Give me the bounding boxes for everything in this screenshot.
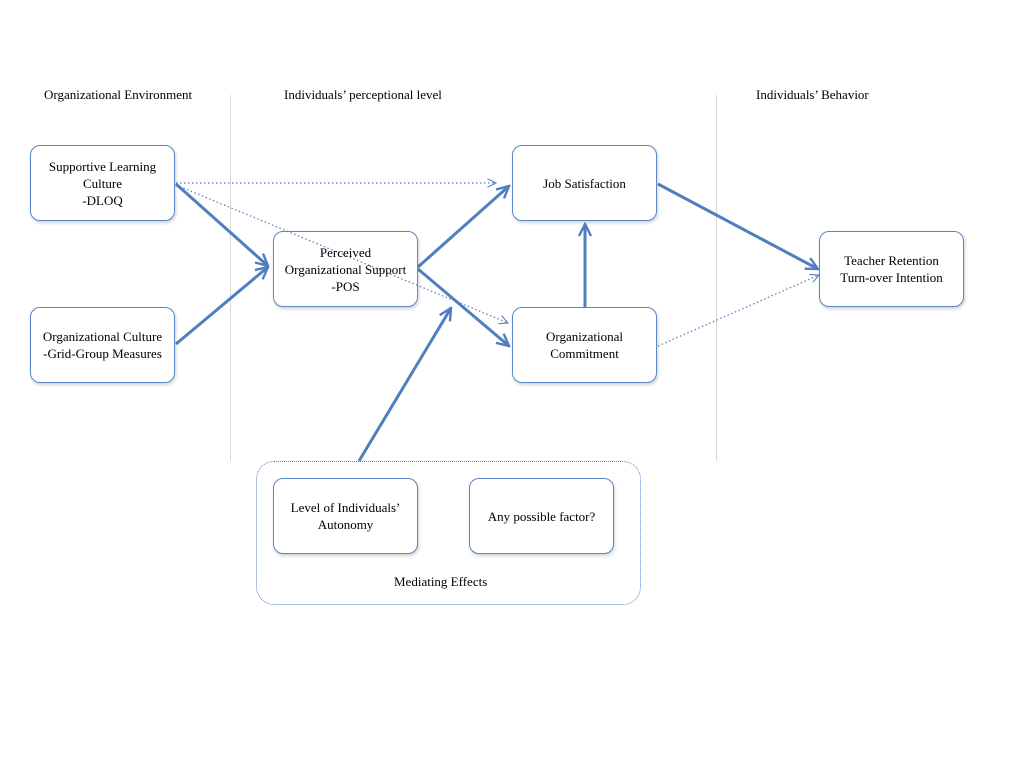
- node-supportive-learning-culture-line-3: -DLOQ: [82, 192, 123, 208]
- node-organizational-culture-line-1: Organizational Culture: [42, 329, 163, 344]
- edge-job-satisfaction-to-retention: [657, 182, 818, 271]
- node-individual-autonomy-line-2: Autonomy: [317, 517, 374, 532]
- header-individuals-behavior: Individuals’ Behavior: [756, 87, 869, 102]
- divider-right: [716, 95, 717, 461]
- node-pos-line-2: Organizational Support: [284, 261, 407, 277]
- edge-org-culture-to-pos: [175, 267, 268, 346]
- mediating-effects-label: Mediating Effects: [394, 574, 488, 589]
- edge-pos-to-job-satisfaction: [417, 186, 509, 269]
- node-pos-line-3: -POS: [331, 278, 360, 294]
- edge-slc-to-pos: [175, 182, 268, 266]
- mediating-effects-group: [256, 461, 641, 605]
- header-perceptional-level: Individuals’ perceptional level: [284, 87, 442, 102]
- edge-org-commitment-to-retention: [657, 275, 819, 347]
- node-supportive-learning-culture: Supportive Learning Culture -DLOQ: [30, 145, 175, 221]
- node-organizational-commitment-line-2: Commitment: [550, 346, 619, 361]
- node-organizational-commitment-line-1: Organizational: [545, 329, 623, 344]
- node-teacher-retention: Teacher Retention Turn-over Intention: [819, 231, 964, 307]
- node-possible-factor: Any possible factor?: [469, 478, 614, 554]
- node-pos-line-1: Perceived: [319, 244, 372, 260]
- edge-pos-to-org-commitment: [417, 267, 509, 346]
- node-supportive-learning-culture-line-1: Supportive Learning: [48, 158, 157, 174]
- node-individual-autonomy-line-1: Level of Individuals’: [290, 500, 401, 515]
- node-teacher-retention-line-2: Turn-over Intention: [840, 270, 943, 285]
- node-supportive-learning-culture-line-2: Culture: [83, 175, 122, 191]
- node-job-satisfaction-line-1: Job Satisfaction: [543, 175, 626, 191]
- divider-left: [230, 95, 231, 461]
- header-organizational-environment: Organizational Environment: [44, 87, 193, 102]
- edge-mediating-to-pos: [357, 308, 451, 462]
- node-organizational-culture-line-2: -Grid-Group Measures: [43, 346, 162, 361]
- node-perceived-organizational-support: Perceived Organizational Support -POS: [273, 231, 418, 307]
- node-teacher-retention-line-1: Teacher Retention: [844, 253, 939, 268]
- node-organizational-commitment: Organizational Commitment: [512, 307, 657, 383]
- node-individual-autonomy: Level of Individuals’ Autonomy: [273, 478, 418, 554]
- node-organizational-culture: Organizational Culture -Grid-Group Measu…: [30, 307, 175, 383]
- node-possible-factor-line-1: Any possible factor?: [487, 508, 596, 524]
- node-job-satisfaction: Job Satisfaction: [512, 145, 657, 221]
